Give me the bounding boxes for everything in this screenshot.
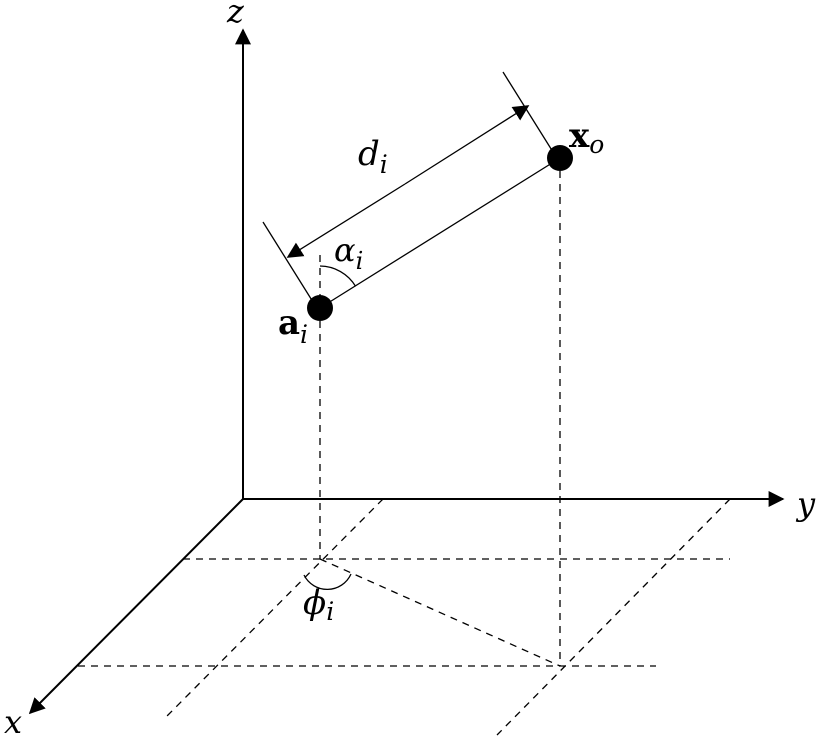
distance-dimension-arrow: [286, 183, 406, 258]
distance-dimension-arrow-reverse: [404, 105, 530, 185]
distance-label: di: [358, 134, 388, 179]
z-axis-label: z: [226, 0, 245, 30]
x-axis: [28, 498, 244, 715]
elevation-angle-label: αi: [334, 231, 363, 275]
azimuth-angle-arc: [303, 573, 352, 591]
anchor-target-segment: [319, 157, 561, 309]
anchor-label: ai: [278, 303, 308, 349]
target-label: xo: [569, 116, 604, 159]
grid-line-x-slant-2: [496, 498, 731, 736]
y-axis-label: y: [795, 485, 816, 523]
distance-tick-left: [262, 221, 314, 303]
distance-tick-right: [502, 71, 554, 153]
projection-lines: [319, 158, 561, 667]
x-axis-label: x: [4, 703, 22, 739]
target-point: [547, 145, 573, 171]
azimuth-angle-label: ϕi: [303, 583, 334, 626]
elevation-angle-arc: [319, 265, 357, 287]
ground-connector-line: [319, 558, 561, 667]
anchor-point: [307, 295, 333, 321]
ground-grid: [78, 498, 731, 736]
grid-line-x-slant-1: [164, 498, 384, 719]
